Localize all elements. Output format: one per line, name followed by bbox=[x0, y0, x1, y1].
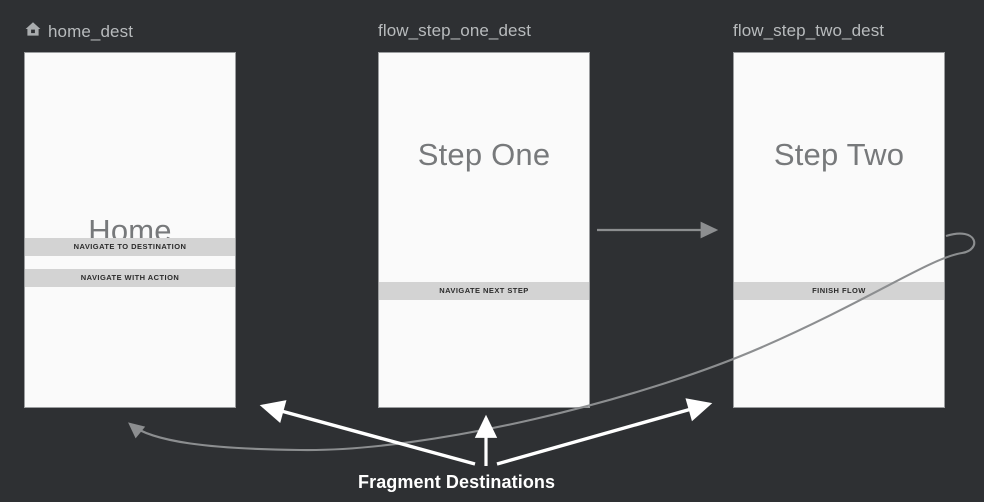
fragment-button-finish-flow[interactable]: FINISH FLOW bbox=[734, 282, 944, 300]
annotation-caption: Fragment Destinations bbox=[358, 472, 556, 492]
fragment-title: Step One bbox=[417, 137, 551, 172]
destination-label-flow-step-two-dest[interactable]: flow_step_two_dest bbox=[733, 21, 884, 41]
fragment-preview-home-dest[interactable]: Home NAVIGATE TO DESTINATION NAVIGATE WI… bbox=[24, 52, 236, 408]
destination-label-flow-step-one-dest[interactable]: flow_step_one_dest bbox=[378, 21, 531, 41]
fragment-button-navigate-to-destination[interactable]: NAVIGATE TO DESTINATION bbox=[25, 238, 235, 256]
annotation-arrows bbox=[259, 398, 713, 466]
destination-label-text: home_dest bbox=[48, 21, 134, 41]
fragment-preview-flow-step-one-dest[interactable]: Step One NAVIGATE NEXT STEP bbox=[378, 52, 590, 408]
destination-label-home-dest[interactable]: home_dest bbox=[24, 20, 133, 43]
destination-label-text: flow_step_one_dest bbox=[378, 21, 532, 40]
destination-label-text: flow_step_two_dest bbox=[733, 21, 885, 40]
annotation-arrow-to-flow-step-two bbox=[496, 398, 713, 466]
home-icon bbox=[24, 20, 42, 43]
fragment-preview-flow-step-two-dest[interactable]: Step Two FINISH FLOW bbox=[733, 52, 945, 408]
annotation-arrow-to-home bbox=[259, 400, 476, 466]
fragment-button-navigate-with-action[interactable]: NAVIGATE WITH ACTION bbox=[25, 269, 235, 287]
fragment-button-navigate-next-step[interactable]: NAVIGATE NEXT STEP bbox=[379, 282, 589, 300]
fragment-title: Step Two bbox=[773, 137, 905, 172]
